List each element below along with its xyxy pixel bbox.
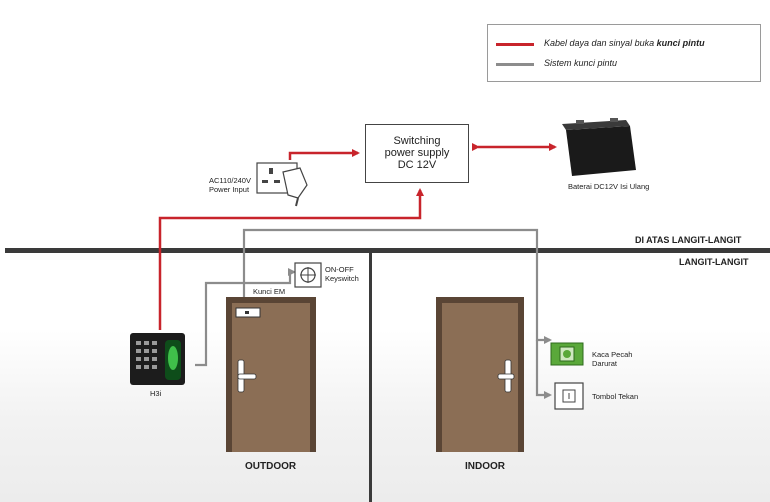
ceiling-label: LANGIT-LANGIT [679, 257, 749, 267]
reader-label: H3i [150, 389, 162, 398]
power-supply-line2: power supply [384, 147, 450, 159]
break-glass-icon [550, 342, 584, 366]
outdoor-door [226, 297, 316, 452]
ceiling-bar [5, 248, 770, 253]
power-supply-line3: DC 12V [397, 159, 437, 171]
red-wiring [158, 143, 557, 330]
above-ceiling-label: DI ATAS LANGIT-LANGIT [635, 235, 742, 245]
push-button-icon [554, 382, 584, 410]
legend-item-power: Kabel daya dan sinyal buka kunci pintu [496, 38, 758, 52]
keyswitch-icon [294, 262, 322, 288]
wall-divider [369, 253, 372, 502]
break-glass-label: Kaca Pecah Darurat [592, 350, 633, 368]
outdoor-label: OUTDOOR [245, 461, 297, 472]
legend-label-lock: Sistem kunci pintu [544, 58, 618, 68]
ac-input-label: AC110/240V Power Input [209, 176, 251, 194]
power-supply-box: Switching power supply DC 12V [365, 124, 469, 183]
legend-item-lock: Sistem kunci pintu [496, 58, 758, 72]
legend-label-power: Kabel daya dan sinyal buka kunci pintu [544, 38, 705, 48]
legend: Kabel daya dan sinyal buka kunci pintu S… [487, 24, 761, 82]
indoor-door [436, 297, 524, 452]
em-lock-label: Kunci EM [253, 287, 286, 296]
power-supply-line1: Switching [393, 135, 441, 147]
keyswitch-label: ON-OFF Keyswitch [325, 265, 359, 283]
legend-swatch-gray [496, 63, 534, 66]
push-button-label: Tombol Tekan [592, 392, 639, 401]
gray-wiring [195, 228, 552, 399]
indoor-label: INDOOR [465, 461, 505, 472]
reader-icon [130, 333, 185, 385]
legend-swatch-red [496, 43, 534, 46]
wall-socket-icon [256, 162, 308, 207]
battery-icon [562, 118, 636, 176]
battery-label: Baterai DC12V Isi Ulang [568, 182, 650, 191]
